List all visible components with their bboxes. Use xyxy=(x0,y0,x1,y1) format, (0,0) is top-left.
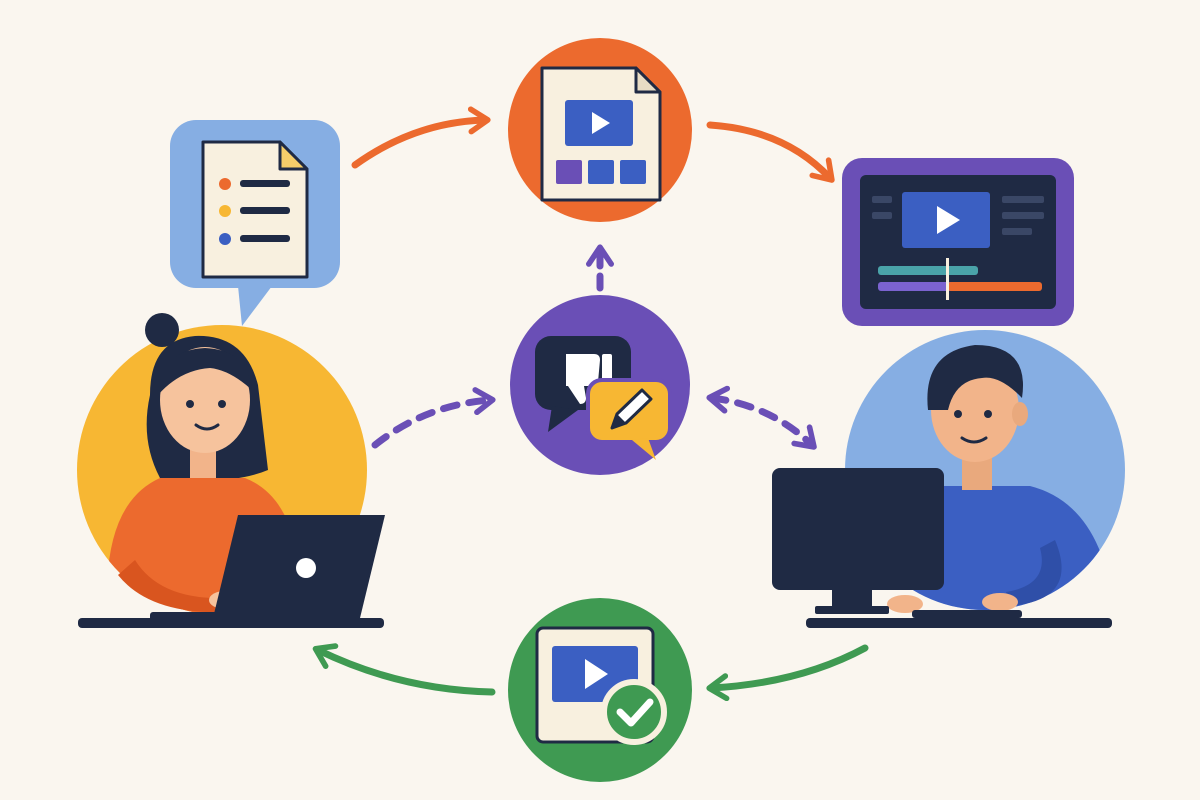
bullet-list-icon xyxy=(219,178,290,245)
play-icon xyxy=(585,659,608,689)
approved-node xyxy=(508,598,692,782)
arrow-storyboard-to-editor xyxy=(706,121,835,183)
editor-desk xyxy=(806,618,1112,628)
edit-chat-icon xyxy=(586,378,672,460)
arrow-feedback-editor-bidirectional xyxy=(706,385,817,450)
brief-speech-bubble xyxy=(170,120,340,326)
arrow-editor-to-approved xyxy=(706,644,869,702)
checkmark-badge-icon xyxy=(601,679,667,745)
play-icon xyxy=(592,112,610,134)
play-icon xyxy=(937,206,960,234)
man-face xyxy=(927,345,1028,462)
client-person xyxy=(77,313,385,628)
video-document-icon xyxy=(540,66,662,202)
desktop-monitor-icon xyxy=(772,468,944,614)
woman-face xyxy=(145,313,252,453)
video-editor-node xyxy=(842,158,1074,326)
client-desk xyxy=(78,618,384,628)
arrow-approved-to-client xyxy=(312,643,496,696)
editor-person xyxy=(772,330,1125,628)
arrow-client-to-feedback xyxy=(371,387,496,449)
arrow-brief-to-storyboard xyxy=(351,106,491,169)
video-preview-icon xyxy=(902,192,990,248)
editing-timeline xyxy=(878,258,1042,300)
side-panel-lines xyxy=(872,196,1044,235)
keyboard xyxy=(912,610,1022,618)
storyboard-node xyxy=(508,38,692,222)
pencil-icon xyxy=(610,388,653,430)
feedback-node xyxy=(510,295,690,475)
